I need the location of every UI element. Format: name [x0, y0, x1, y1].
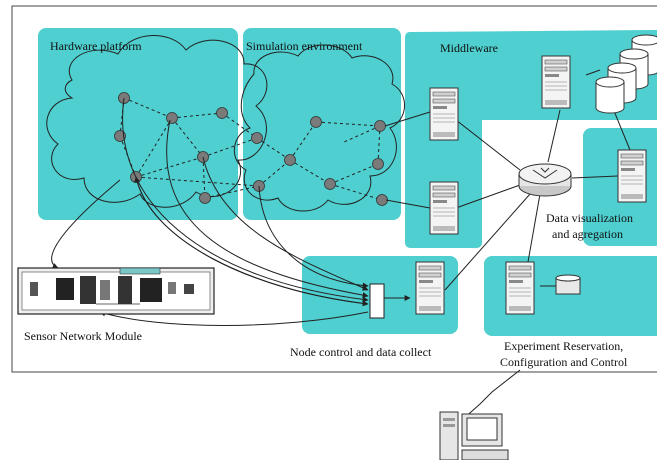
node-mesh-edges [119, 97, 383, 201]
node [199, 192, 211, 204]
simulation-cloud [233, 44, 405, 212]
middleware-server-bottom [429, 181, 459, 235]
outer-frame [11, 5, 657, 373]
middleware-server-top [429, 87, 459, 141]
database-cylinders [595, 34, 657, 114]
data-visualization-label-1: Data visualization [546, 211, 633, 225]
node-control-server [415, 261, 445, 315]
visualization-server [617, 149, 647, 203]
experiment-label-1: Experiment Reservation, [504, 339, 623, 353]
hardware-platform-panel [38, 28, 238, 220]
storage-disk-icon [555, 274, 581, 295]
node [324, 178, 336, 190]
simulation-environment-label: Simulation environment [246, 39, 363, 53]
experiment-server [505, 261, 535, 315]
data-visualization-label-2: and agregation [552, 227, 623, 241]
sensor-board [17, 267, 215, 315]
middleware-label: Middleware [440, 41, 498, 55]
node [372, 158, 384, 170]
node [374, 120, 386, 132]
node [216, 107, 228, 119]
node-control-label: Node control and data collect [290, 345, 432, 359]
router-icon [518, 163, 572, 197]
workstation-computer-icon [439, 411, 509, 460]
sensor-network-module-label: Sensor Network Module [24, 329, 142, 343]
connection-lines [51, 69, 631, 421]
middleware-server-main [541, 55, 571, 109]
middleware-panel [405, 30, 657, 248]
hardware-platform-label: Hardware platform [50, 39, 142, 53]
node [310, 116, 322, 128]
node [251, 132, 263, 144]
hardware-cloud [46, 35, 268, 208]
node [284, 154, 296, 166]
experiment-label-2: Configuration and Control [500, 355, 628, 369]
data-collector-box [369, 283, 385, 319]
node [114, 130, 126, 142]
node [166, 112, 178, 124]
node [376, 194, 388, 206]
simulation-environment-panel [243, 28, 401, 220]
